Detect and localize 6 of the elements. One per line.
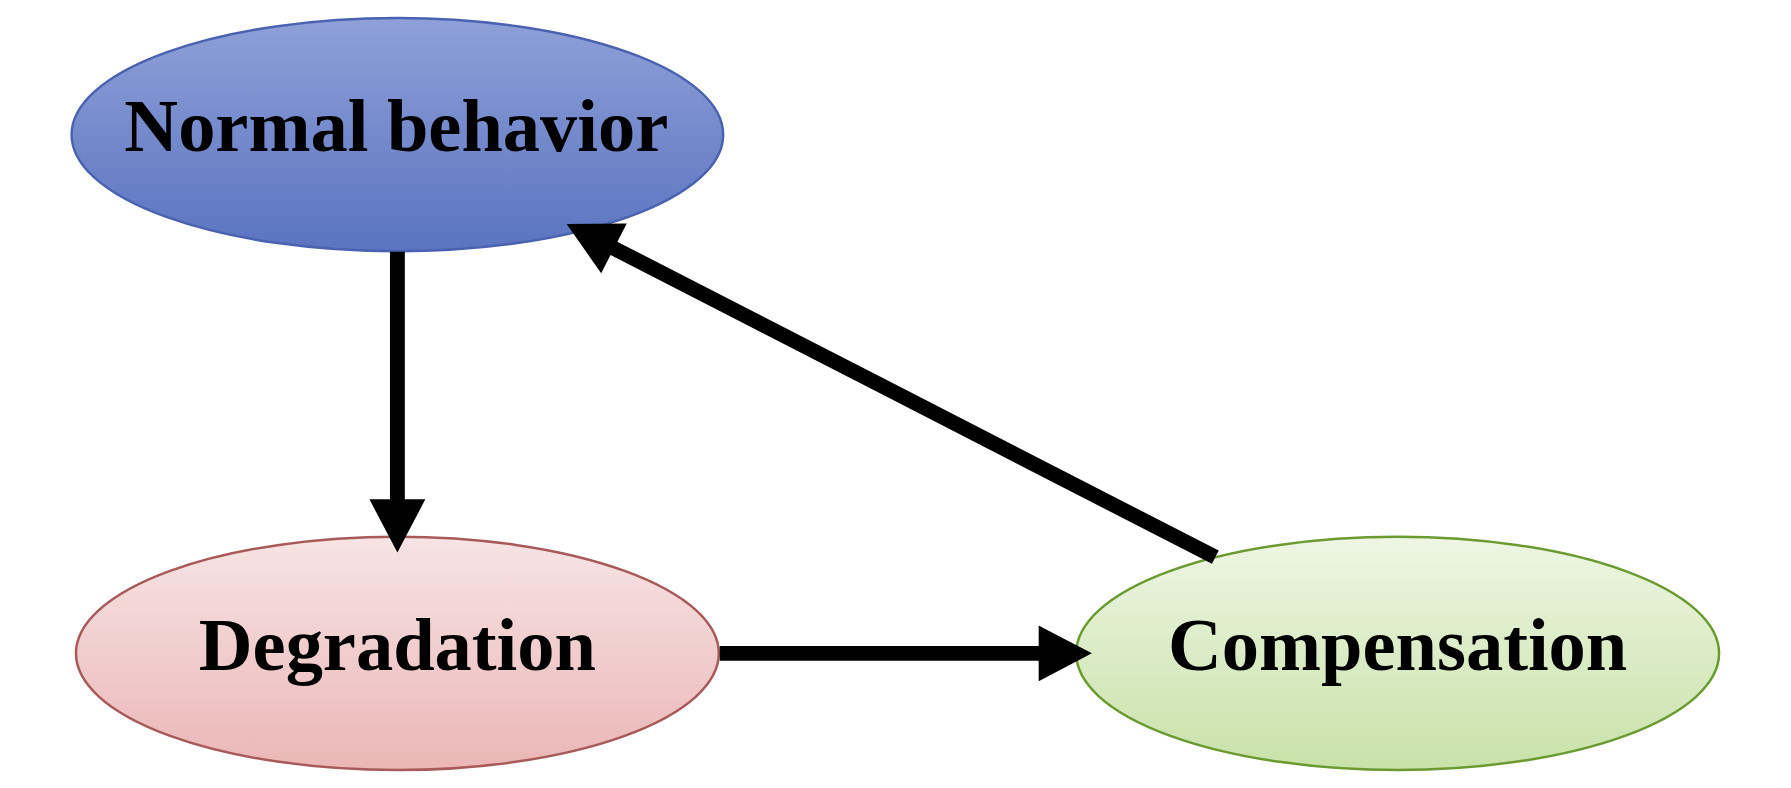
node-ellipse: Degradation: [74, 535, 721, 772]
node-ellipse: Normal behavior: [70, 16, 725, 253]
arrow: [566, 223, 1219, 564]
arrow: [719, 625, 1092, 682]
node-ellipse: Compensation: [1075, 535, 1721, 772]
arrow: [369, 251, 426, 553]
